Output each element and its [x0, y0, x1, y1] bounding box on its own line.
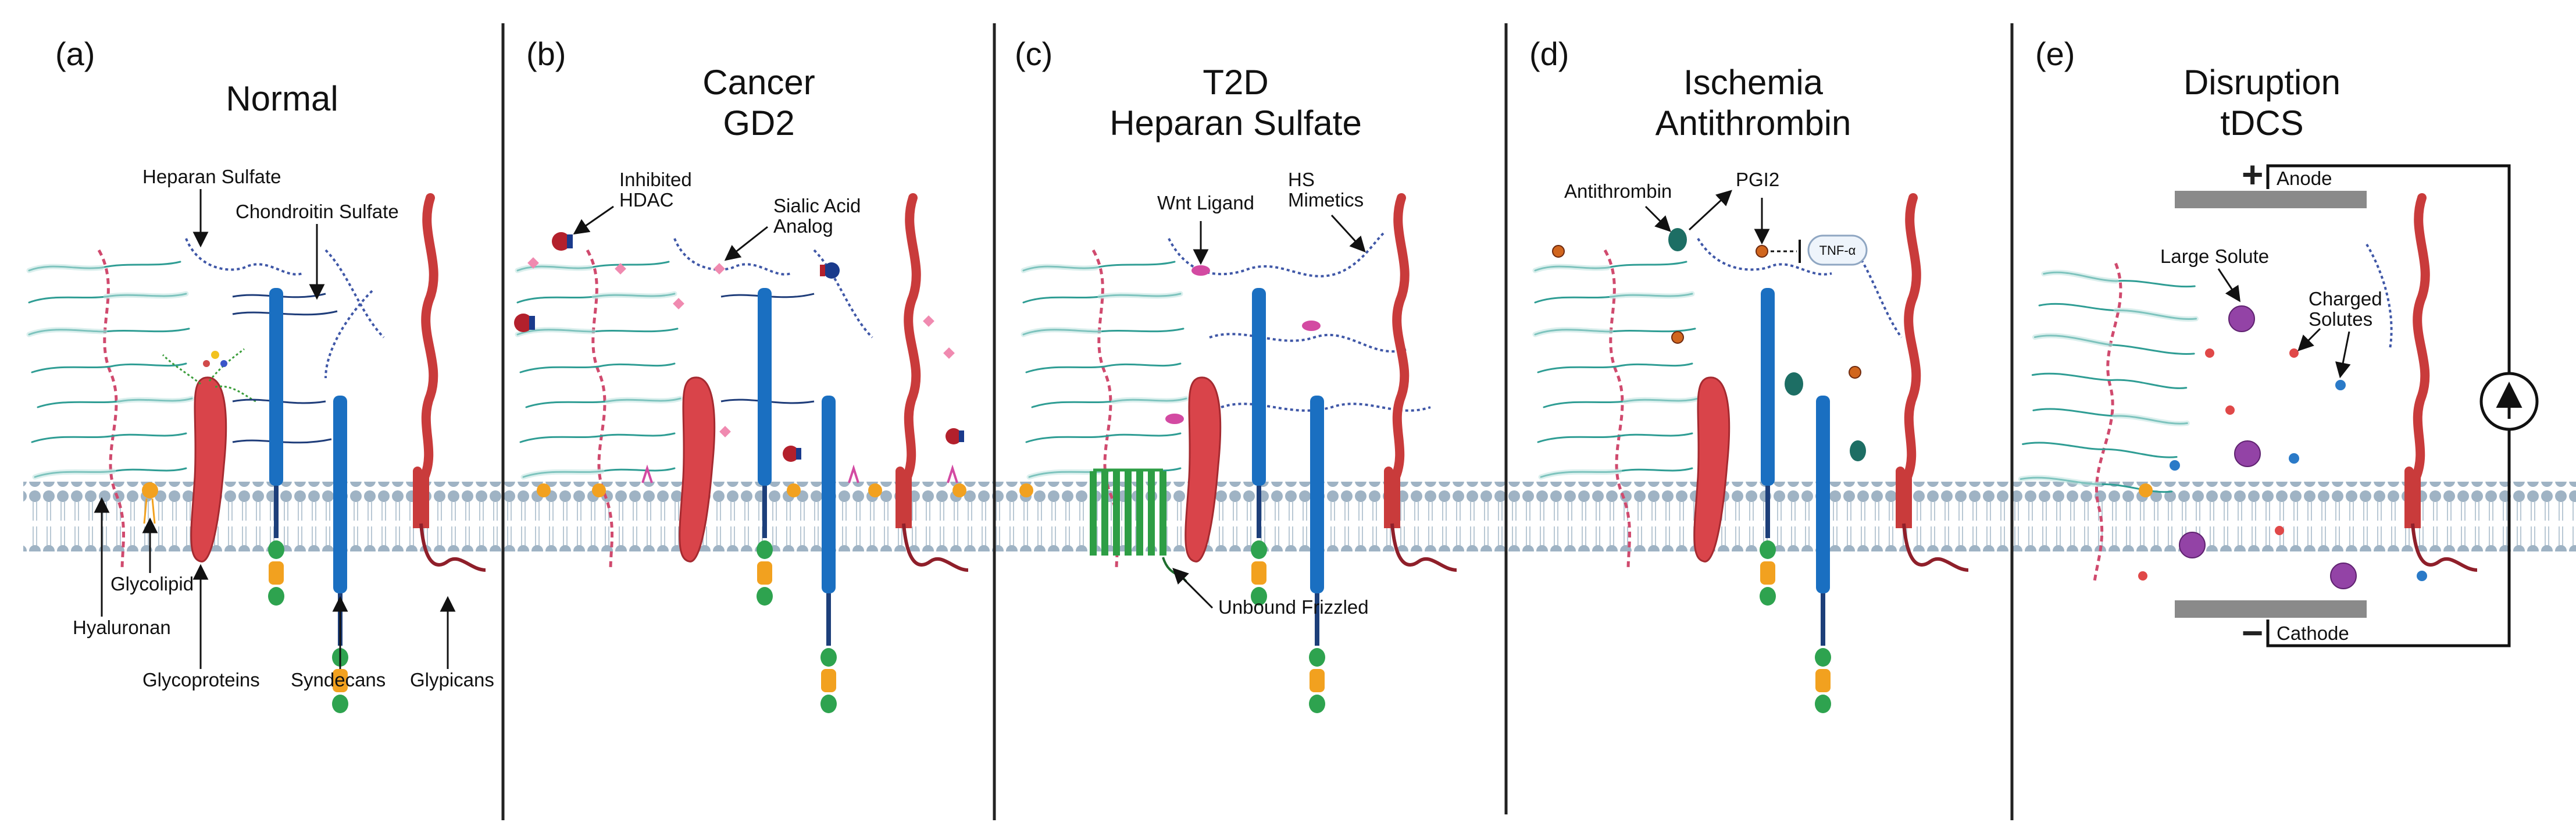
panel-letter-a: (a)	[55, 35, 95, 72]
glycoprotein	[679, 376, 716, 563]
panel-dividers	[501, 23, 2014, 820]
chondroitin-chains	[232, 293, 338, 444]
glycolipids	[2139, 483, 2153, 497]
panel-title-e-line1: Disruption	[2183, 63, 2340, 102]
panel-b: Inhibited HDAC Sialic Acid Analog	[514, 169, 968, 713]
orange-molecules	[1552, 245, 1861, 379]
label-hs-mimetics-line1: HS	[1288, 169, 1315, 190]
minus-sign: −	[2242, 612, 2263, 654]
label-syndecans: Syndecans	[291, 669, 386, 690]
panel-title-c-line1: T2D	[1203, 63, 1268, 102]
panel-title-b-line2: GD2	[723, 104, 794, 143]
syndecan-2	[1815, 396, 1831, 713]
label-unbound-frizzled: Unbound Frizzled	[1218, 596, 1369, 618]
tdcs-circuit	[2266, 164, 2511, 647]
label-charged-solutes-line1: Charged	[2309, 288, 2382, 309]
plus-sign: +	[2242, 154, 2263, 195]
label-glypicans: Glypicans	[410, 669, 494, 690]
label-glycoproteins: Glycoproteins	[142, 669, 260, 690]
label-sialic-acid-analog-line2: Analog	[773, 215, 833, 237]
tnf-alpha-text: TNF-α	[1819, 243, 1856, 258]
label-glycolipid: Glycolipid	[110, 573, 194, 595]
heparan-chains	[2366, 243, 2393, 350]
glycan-nodes	[203, 351, 227, 367]
label-antithrombin: Antithrombin	[1564, 180, 1672, 202]
label-pgi2: PGI2	[1736, 169, 1779, 190]
panel-letter-e: (e)	[2035, 35, 2075, 72]
label-sialic-acid-analog-line1: Sialic Acid	[773, 195, 861, 216]
panel-title-a: Normal	[226, 79, 338, 118]
panel-title-c-line2: Heparan Sulfate	[1109, 104, 1362, 143]
panel-letter-b: (b)	[526, 35, 566, 72]
anode-plate	[2175, 191, 2367, 208]
heparan-chains	[1697, 237, 1903, 339]
glycoprotein	[190, 376, 227, 563]
panel-e: + − Anode Cathode Large Solute Charged S…	[2002, 154, 2539, 654]
panel-d: TNF-α Antithrombin PGI2	[1535, 169, 1968, 713]
heparan-chains	[185, 238, 385, 379]
tnf-alpha-capsule	[1807, 234, 1868, 266]
label-inhibited-hdac-line1: Inhibited	[619, 169, 692, 190]
syndecan-1	[757, 288, 773, 606]
panel-title-b-line1: Cancer	[702, 63, 815, 102]
panel-a: Heparan Sulfate Chondroitin Sulfate Glyc…	[29, 166, 494, 713]
glycoprotein	[1693, 376, 1731, 563]
label-hs-mimetics-line2: Mimetics	[1288, 189, 1364, 211]
inhibited-hdac-icons	[514, 232, 964, 462]
large-solutes	[2179, 305, 2357, 589]
glycolipids	[537, 483, 966, 497]
label-large-solute: Large Solute	[2160, 245, 2269, 267]
panel-title-d-line1: Ischemia	[1683, 63, 1824, 102]
heparan-chains	[673, 238, 873, 339]
antithrombin-icons	[1668, 228, 1866, 461]
positive-solutes	[2138, 348, 2299, 581]
glycolipids	[1019, 483, 1033, 497]
cathode-plate	[2175, 600, 2367, 618]
negative-solutes	[2170, 380, 2427, 581]
panel-title-d-line2: Antithrombin	[1656, 104, 1851, 143]
panel-headers: (a) Normal (b) Cancer GD2 (c) T2D Hepara…	[55, 35, 2340, 143]
panel-letter-c: (c)	[1015, 35, 1052, 72]
label-wnt-ligand: Wnt Ligand	[1157, 192, 1254, 213]
syndecan-2	[1309, 396, 1325, 713]
frizzled-receptor	[1090, 471, 1166, 556]
gd2-markers	[641, 464, 958, 483]
syndecan-1	[268, 288, 284, 606]
glycoprotein	[1184, 376, 1222, 563]
syndecan-2	[820, 396, 837, 713]
panel-letter-d: (d)	[1529, 35, 1569, 72]
label-inhibited-hdac-line2: HDAC	[619, 189, 674, 211]
label-chondroitin-sulfate: Chondroitin Sulfate	[236, 201, 399, 222]
syndecan-1	[1760, 288, 1776, 606]
label-heparan-sulfate: Heparan Sulfate	[142, 166, 281, 187]
label-cathode: Cathode	[2277, 622, 2349, 644]
syndecan-1	[1251, 288, 1267, 606]
label-charged-solutes-line2: Solutes	[2309, 308, 2372, 330]
panel-title-e-line2: tDCS	[2220, 104, 2303, 143]
wnt-ligand-icons	[1165, 265, 1321, 424]
label-hyaluronan: Hyaluronan	[73, 617, 171, 638]
sialic-acid-analog-icons	[527, 257, 955, 437]
panel-c: Wnt Ligand HS Mimetics Unbound Frizzled	[1019, 169, 1457, 713]
label-anode: Anode	[2277, 168, 2332, 189]
